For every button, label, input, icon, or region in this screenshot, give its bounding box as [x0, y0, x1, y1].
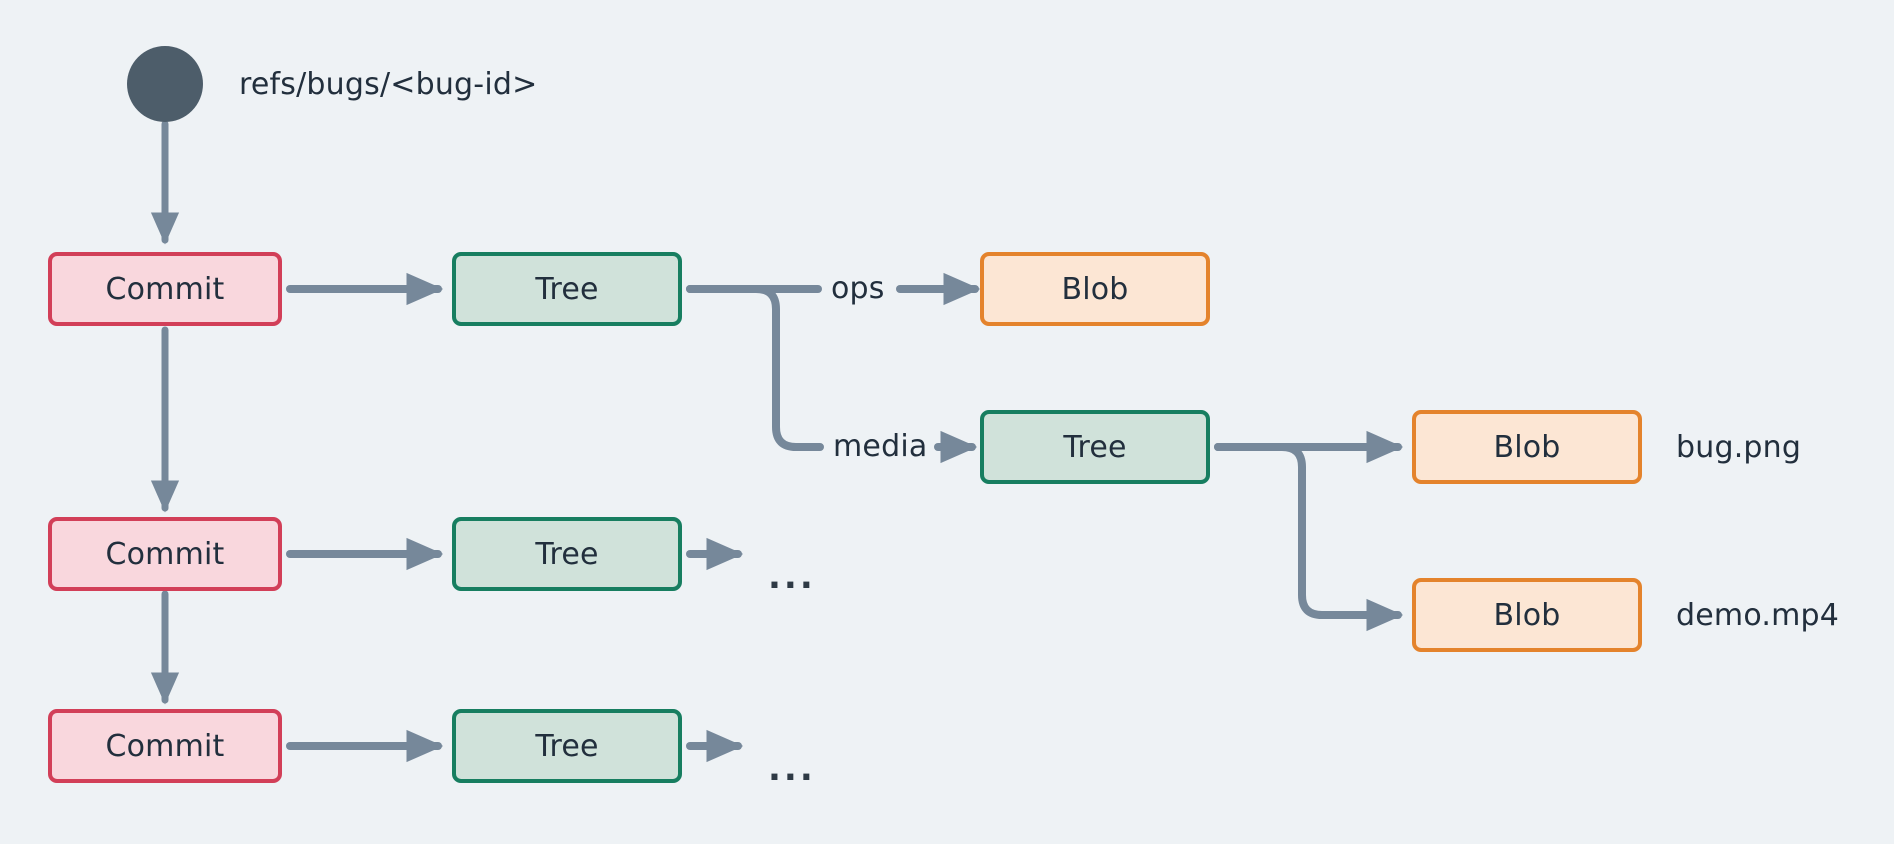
node-blob-bug-png[interactable]: Blob — [1412, 410, 1642, 484]
ref-label: refs/bugs/<bug-id> — [239, 67, 538, 102]
edge-tree1-to-media — [686, 285, 824, 451]
file-label-bug-png: bug.png — [1676, 430, 1802, 465]
edge-mediatree-to-demomp4 — [1214, 443, 1404, 632]
node-commit-1[interactable]: Commit — [48, 252, 282, 326]
node-tree-1[interactable]: Tree — [452, 252, 682, 326]
edge-label-ops: ops — [826, 271, 890, 306]
node-tree-2[interactable]: Tree — [452, 517, 682, 591]
node-blob-ops[interactable]: Blob — [980, 252, 1210, 326]
node-blob-demo-mp4[interactable]: Blob — [1412, 578, 1642, 652]
file-label-demo-mp4: demo.mp4 — [1676, 598, 1840, 633]
node-commit-2[interactable]: Commit — [48, 517, 282, 591]
ref-pointer-dot[interactable] — [127, 46, 203, 122]
edge-label-media: media — [828, 429, 933, 464]
node-tree-3[interactable]: Tree — [452, 709, 682, 783]
ellipsis-tree-2: ... — [768, 557, 816, 597]
node-tree-media[interactable]: Tree — [980, 410, 1210, 484]
ellipsis-tree-3: ... — [768, 749, 816, 789]
node-commit-3[interactable]: Commit — [48, 709, 282, 783]
